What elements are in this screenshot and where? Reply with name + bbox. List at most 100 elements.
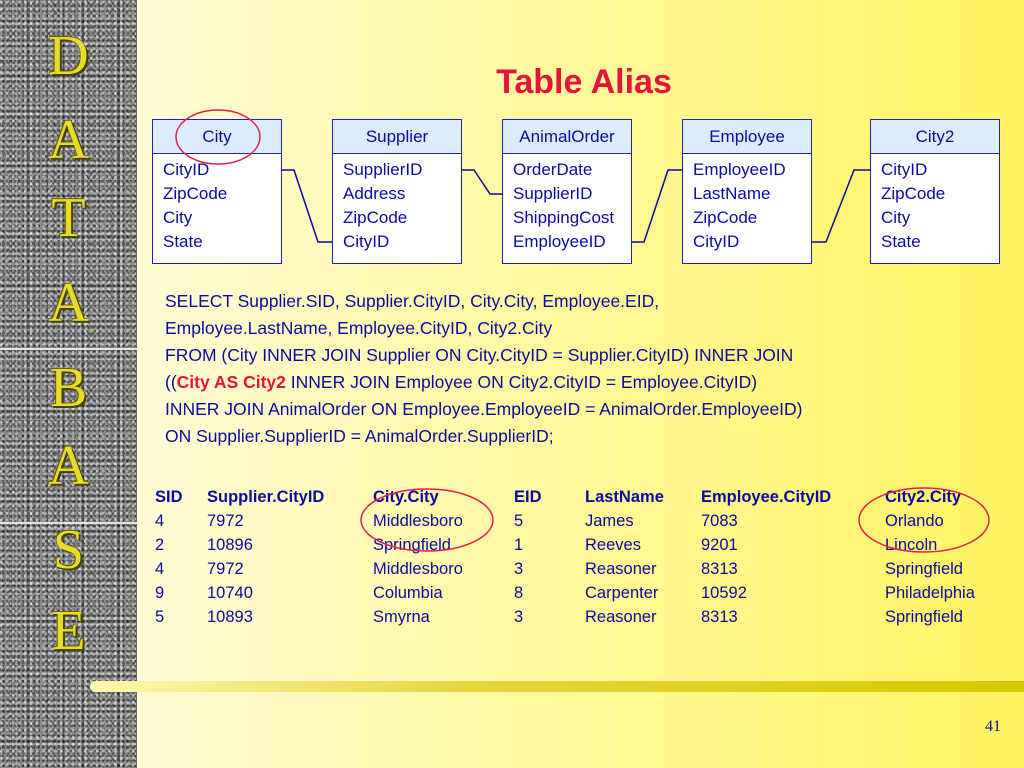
table-cell: 8 bbox=[514, 583, 524, 602]
table-cell: Springfield bbox=[373, 535, 451, 554]
table-cell: 1 bbox=[514, 535, 524, 554]
join-line-animalorder-employee bbox=[632, 169, 682, 243]
sql-statement: SELECT Supplier.SID, Supplier.CityID, Ci… bbox=[165, 288, 1010, 450]
sql-line: FROM (City INNER JOIN Supplier ON City.C… bbox=[165, 345, 794, 365]
sql-alias-highlight: City AS City2 bbox=[176, 372, 286, 392]
table-cell: James bbox=[585, 511, 634, 530]
table-city: City CityID ZipCode City State bbox=[152, 119, 282, 264]
table-cell: Reasoner bbox=[585, 559, 657, 578]
sidebar-letter: S bbox=[52, 519, 85, 581]
table-field: EmployeeID bbox=[513, 232, 606, 251]
column-header: LastName bbox=[585, 487, 664, 506]
table-cell: 10740 bbox=[207, 583, 253, 602]
table-field: CityID bbox=[881, 160, 928, 179]
table-header: City2 bbox=[871, 120, 999, 154]
table-row: 4 7972 Middlesboro 5 James 7083 Orlando bbox=[155, 509, 1005, 533]
table-row: 2 10896 Springfield 1 Reeves 9201 Lincol… bbox=[155, 533, 1005, 557]
table-field: ZipCode bbox=[881, 184, 946, 203]
sql-line: ((City AS City2 INNER JOIN Employee ON C… bbox=[165, 369, 1010, 396]
table-cell: 9 bbox=[155, 583, 165, 602]
table-city2: City2 CityID ZipCode City State bbox=[870, 119, 1000, 264]
table-cell: 7972 bbox=[207, 559, 244, 578]
table-cell: 7083 bbox=[701, 511, 738, 530]
table-cell: 8313 bbox=[701, 559, 738, 578]
join-line-employee-city2 bbox=[812, 169, 870, 243]
sql-line: INNER JOIN AnimalOrder ON Employee.Emplo… bbox=[165, 399, 803, 419]
page-number: 41 bbox=[985, 718, 1001, 735]
table-cell: Lincoln bbox=[885, 535, 938, 554]
table-supplier: Supplier SupplierID Address ZipCode City… bbox=[332, 119, 462, 264]
table-cell: Philadelphia bbox=[885, 583, 975, 602]
column-header: City.City bbox=[373, 487, 439, 506]
sidebar-divider bbox=[0, 522, 137, 524]
table-field: State bbox=[881, 232, 921, 251]
table-cell: 3 bbox=[514, 607, 524, 626]
table-field: CityID bbox=[693, 232, 740, 251]
table-cell: 10893 bbox=[207, 607, 253, 626]
column-header: SID bbox=[155, 487, 183, 506]
table-cell: 3 bbox=[514, 559, 524, 578]
table-cell: 2 bbox=[155, 535, 165, 554]
join-line-supplier-animalorder bbox=[462, 169, 502, 195]
table-cell: Springfield bbox=[885, 559, 963, 578]
table-cell: Middlesboro bbox=[373, 559, 463, 578]
table-cell: Orlando bbox=[885, 511, 944, 530]
table-field: State bbox=[163, 232, 203, 251]
table-cell: Reeves bbox=[585, 535, 641, 554]
table-row: 5 10893 Smyrna 3 Reasoner 8313 Springfie… bbox=[155, 605, 1005, 629]
sidebar-divider bbox=[0, 348, 137, 350]
table-cell: 7972 bbox=[207, 511, 244, 530]
sql-fragment: (( bbox=[165, 372, 177, 392]
table-header: City bbox=[153, 120, 281, 154]
sidebar-letter: E bbox=[51, 600, 86, 662]
table-cell: 10592 bbox=[701, 583, 747, 602]
table-row: 9 10740 Columbia 8 Carpenter 10592 Phila… bbox=[155, 581, 1005, 605]
sidebar-letter: A bbox=[48, 435, 89, 497]
sidebar-letter: A bbox=[48, 272, 89, 334]
column-header: Employee.CityID bbox=[701, 487, 832, 506]
sidebar-letter: T bbox=[51, 187, 86, 249]
join-line-city-supplier bbox=[282, 169, 332, 243]
database-sidebar: D A T A B A S E bbox=[0, 0, 137, 768]
table-cell: Columbia bbox=[373, 583, 443, 602]
sql-line: ON Supplier.SupplierID = AnimalOrder.Sup… bbox=[165, 426, 554, 446]
table-header: AnimalOrder bbox=[503, 120, 631, 154]
table-field: City bbox=[163, 208, 193, 227]
table-field: CityID bbox=[163, 160, 210, 179]
results-header-row: SID Supplier.CityID City.City EID LastNa… bbox=[155, 485, 1005, 509]
table-cell: 4 bbox=[155, 559, 165, 578]
table-field: ZipCode bbox=[343, 208, 408, 227]
table-animalorder: AnimalOrder OrderDate SupplierID Shippin… bbox=[502, 119, 632, 264]
sql-fragment: INNER JOIN Employee ON City2.CityID = Em… bbox=[285, 372, 758, 392]
column-header: City2.City bbox=[885, 487, 962, 506]
table-cell: Smyrna bbox=[373, 607, 430, 626]
table-field: SupplierID bbox=[513, 184, 593, 203]
sidebar-letter: D bbox=[48, 25, 89, 87]
table-field: Address bbox=[343, 184, 406, 203]
table-field: OrderDate bbox=[513, 160, 593, 179]
sidebar-letter: B bbox=[49, 357, 88, 419]
table-cell: 5 bbox=[155, 607, 165, 626]
sidebar-letter: A bbox=[48, 109, 89, 171]
table-field: ZipCode bbox=[163, 184, 228, 203]
table-cell: 5 bbox=[514, 511, 524, 530]
table-field: ShippingCost bbox=[513, 208, 615, 227]
table-cell: 9201 bbox=[701, 535, 738, 554]
table-cell: Carpenter bbox=[585, 583, 659, 602]
table-cell: 10896 bbox=[207, 535, 253, 554]
table-field: City bbox=[881, 208, 911, 227]
table-row: 4 7972 Middlesboro 3 Reasoner 8313 Sprin… bbox=[155, 557, 1005, 581]
table-field: SupplierID bbox=[343, 160, 423, 179]
sql-line: Employee.LastName, Employee.CityID, City… bbox=[165, 318, 553, 338]
table-header: Supplier bbox=[333, 120, 461, 154]
table-field: LastName bbox=[693, 184, 771, 203]
column-header: EID bbox=[514, 487, 542, 506]
table-employee: Employee EmployeeID LastName ZipCode Cit… bbox=[682, 119, 812, 264]
table-field: EmployeeID bbox=[693, 160, 786, 179]
table-cell: Springfield bbox=[885, 607, 963, 626]
table-cell: Middlesboro bbox=[373, 511, 463, 530]
query-results-table: SID Supplier.CityID City.City EID LastNa… bbox=[155, 485, 1005, 629]
table-cell: 8313 bbox=[701, 607, 738, 626]
table-cell: Reasoner bbox=[585, 607, 657, 626]
table-cell: 4 bbox=[155, 511, 165, 530]
